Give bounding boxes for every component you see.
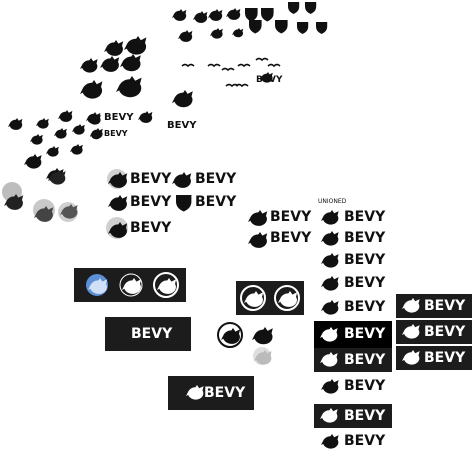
bird-icon [321,231,339,246]
bird-icon [402,350,420,365]
bird-icon [320,408,338,423]
bird-icon [321,276,339,291]
wordmark-right-6: BEVY [344,326,386,342]
bird-icon [248,232,268,248]
bird-icon [210,28,223,39]
bird-icon [320,327,338,342]
wordmark-far-right-3: BEVY [424,350,466,366]
bird-icon [226,8,241,20]
bird-icon [208,9,223,21]
wordmark-right-8: BEVY [344,378,386,394]
wordmark-right-4: BEVY [344,275,386,291]
shield-crest-icon [176,195,192,212]
bird-icon [232,28,244,38]
wordmark-row-1a: BEVY [130,171,172,187]
bird-icon [80,80,103,99]
bird-icon [172,172,192,188]
bird-icon [172,9,187,21]
wordmark-row-1b: BEVY [195,171,237,187]
bird-cluster-icon [8,2,328,183]
wordmark-mid-2: BEVY [270,230,312,246]
wordmark-right-5: BEVY [344,299,386,315]
wordmark-row-3: BEVY [130,220,172,236]
wordmark-tile-left: BEVY [131,326,173,342]
bird-cluster-icon [2,170,78,222]
bird-icon [116,76,142,98]
shield-crest-icon [288,2,300,14]
shield-crest-icon [245,8,258,22]
wordmark-far-right-1: BEVY [424,298,466,314]
bird-icon [321,379,339,394]
wordmark-right-3: BEVY [344,252,386,268]
shield-crest-icon [249,20,262,34]
wordmark-small-3: BEVY [167,120,197,131]
bird-icon [58,110,73,122]
wordmark-small-2: BEVY [104,129,128,138]
bird-icon [321,253,339,268]
wordmark-tile-bottom: BEVY [204,385,246,401]
wordmark-mid-1: BEVY [270,209,312,225]
bird-icon [248,210,268,226]
bird-icon [100,56,120,72]
bird-icon [120,54,141,72]
bird-icon [104,40,124,56]
bird-icon [124,36,147,55]
wordmark-right-7: BEVY [344,352,386,368]
wordmark-far-right-2: BEVY [424,324,466,340]
bird-icon [108,195,128,211]
wordmark-row-2b: BEVY [195,194,237,210]
wordmark-small-1: BEVY [104,112,134,123]
bird-icon [8,118,23,130]
shield-crest-icon [316,22,328,34]
shield-crest-icon [297,22,309,34]
bird-icon [46,146,59,157]
bird-icon [193,11,208,23]
bird-icon [321,434,339,449]
bird-icon [36,118,49,129]
bird-icon [30,134,43,145]
wordmark-row-2a: BEVY [130,194,172,210]
wordmark-right-2: BEVY [344,230,386,246]
shield-crest-icon [261,8,274,22]
wordmark-right-10: BEVY [344,433,386,449]
tile-wordmark-dark-bottom [168,376,254,410]
wordmark-right-9: BEVY [344,408,386,424]
bird-icon [172,90,193,108]
bird-icon [320,352,338,367]
unioned-label: UNIONED [318,198,347,205]
bird-icon [24,154,42,169]
wing-stroke-icon [181,57,281,88]
shield-crest-icon [305,2,317,14]
bird-icon [402,298,420,313]
bird-icon [402,324,420,339]
bird-circle-icon [86,272,300,365]
wordmark-tiny-top: BEVY [256,75,283,85]
bird-icon [80,58,98,73]
bird-icon [321,300,339,315]
wordmark-right-1: BEVY [344,209,386,225]
bird-icon [178,30,193,42]
bird-icon [138,111,153,123]
bird-icon [72,124,85,135]
bird-icon [186,385,204,400]
bird-icon [321,210,339,225]
bird-icon [70,144,83,155]
tile-wordmark-dark-left [105,317,191,351]
shield-crest-icon [275,20,288,34]
bird-icon [54,128,67,139]
